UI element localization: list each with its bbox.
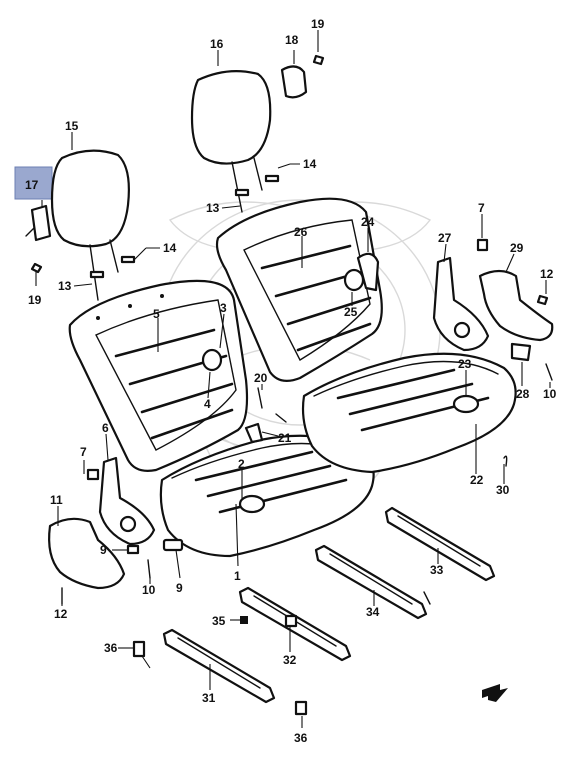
callout-7: 7 [478,201,485,215]
callout-13: 13 [58,279,72,293]
bolt-36-left [132,640,146,658]
callout-18: 18 [285,33,299,47]
hinge-cover-11 [48,517,126,590]
callout-numbers: 19 18 16 15 14 13 14 13 19 26 24 7 27 29… [28,17,557,745]
callout-9: 9 [100,543,107,557]
screw-10-left [147,559,151,579]
callout-34: 34 [366,605,380,619]
callout-30: 30 [496,483,510,497]
screw-9 [126,544,140,555]
recliner-knob-4 [201,348,223,372]
callout-14: 14 [163,241,177,255]
leader-lines [57,50,515,690]
callout-12: 12 [540,267,554,281]
callout-27: 27 [438,231,452,245]
callout-9: 9 [176,581,183,595]
hinge-cover-29 [478,269,554,342]
bolt-7-right [476,214,489,252]
callout-26: 26 [294,225,308,239]
callout-19: 19 [311,17,325,31]
callout-36: 36 [294,731,308,745]
seatback-right [215,197,383,383]
callout-13: 13 [206,201,220,215]
callout-12: 12 [54,607,68,621]
callout-6: 6 [102,421,109,435]
callout-15: 15 [65,119,79,133]
callout-31: 31 [202,691,216,705]
callout-17: 17 [25,178,39,192]
rail-32 [238,586,352,662]
callout-24: 24 [361,215,375,229]
headrest-lock-17 [25,200,52,242]
headrest-left [50,149,136,301]
screw-12-right [536,280,549,306]
callout-28: 28 [516,387,530,401]
callout-10: 10 [543,387,557,401]
callout-14: 14 [303,157,317,171]
part-30 [503,455,508,467]
callout-29: 29 [510,241,524,255]
callout-4: 4 [204,397,211,411]
screw-19-left [30,262,43,286]
callout-3: 3 [220,301,227,315]
bolt-35 [240,616,248,624]
callout-22: 22 [470,473,484,487]
callout-25: 25 [344,305,358,319]
front-arrow-icon [482,684,508,702]
callout-36: 36 [104,641,118,655]
callout-16: 16 [210,37,224,51]
callout-23: 23 [458,357,472,371]
headrest-lock-18 [280,50,308,99]
callout-20: 20 [254,371,268,385]
part-20 [257,387,263,409]
headrest-right [190,69,280,213]
recliner-knob-25 [343,268,365,292]
rail-33 [384,506,496,582]
callout-1: 1 [234,569,241,583]
bolt-7-left [86,468,100,481]
callout-7: 7 [80,445,87,459]
callout-21: 21 [278,431,292,445]
screw-10-right [545,363,553,388]
cover-9b [162,538,184,552]
callout-35: 35 [212,614,226,628]
callout-32: 32 [283,653,297,667]
clip-28 [510,342,532,386]
cushion-right [301,352,517,474]
bolt-36-right [294,700,308,728]
highlight-17[interactable]: 17 [14,166,53,200]
recliner-mech-6 [98,456,156,546]
cover-24 [356,252,380,292]
part-21 [244,413,287,444]
callout-5: 5 [153,307,160,321]
callout-33: 33 [430,563,444,577]
rail-31 [162,628,276,704]
callout-10: 10 [142,583,156,597]
screw-19-right [312,30,325,66]
callout-2: 2 [238,457,245,471]
recliner-mech-27 [432,256,490,352]
callout-11: 11 [50,493,63,507]
rail-34 [314,544,431,620]
callout-19: 19 [28,293,42,307]
seatback-left [68,279,249,472]
